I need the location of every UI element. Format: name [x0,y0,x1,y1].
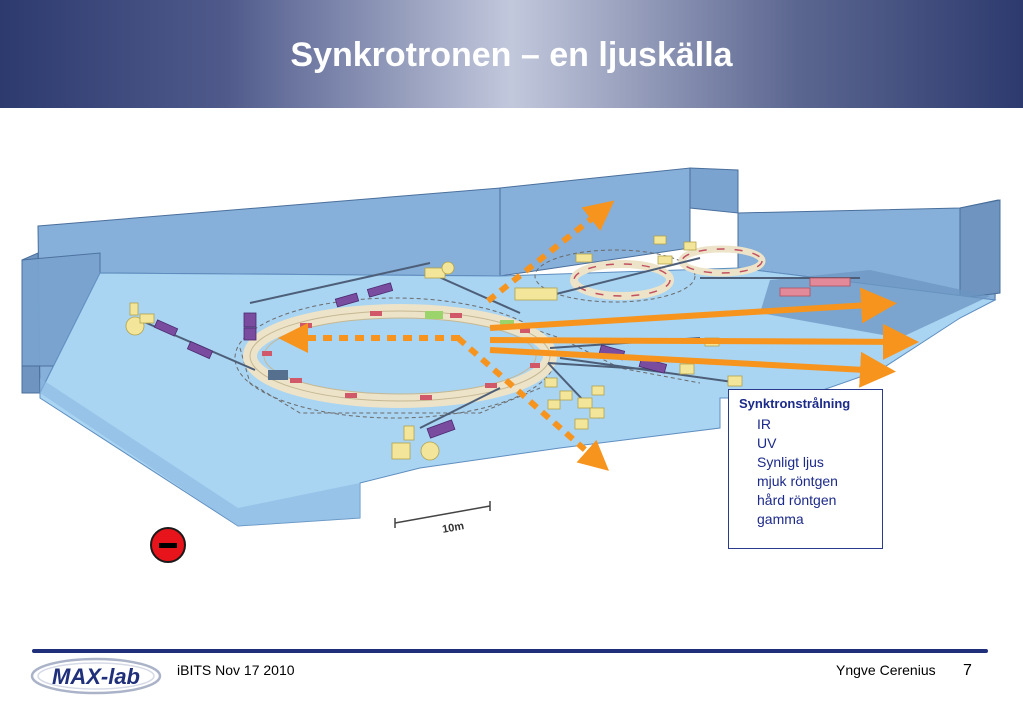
logo-text: MAX-lab [52,664,140,689]
radiation-legend: Synktronstrålning IR UV Synligt ljus mju… [728,389,883,549]
small-ring [570,245,766,300]
page-number: 7 [963,662,972,679]
legend-item-soft-xray: mjuk röntgen [757,473,838,489]
footer-author: Yngve Cerenius [836,662,936,678]
legend-item-hard-xray: hård röntgen [757,492,837,508]
electron-minus-icon [150,527,186,563]
building-walls [21,167,1001,394]
legend-item-visible: Synligt ljus [757,454,824,470]
legend-item-ir: IR [757,416,771,432]
beamline-components [153,277,851,439]
footer-divider [32,649,988,653]
detector-stations [125,235,743,461]
max-lab-logo: MAX-lab [30,657,162,695]
scale-bar-label: 10m [441,520,465,536]
radiation-arrows [278,200,919,471]
slide-title: Synkrotronen – en ljuskälla [290,36,733,74]
footer-event: iBITS Nov 17 2010 [177,662,295,678]
legend-item-gamma: gamma [757,511,804,527]
legend-item-uv: UV [757,435,777,451]
scale-bar: 10m [394,501,491,536]
floor-edge [40,378,360,526]
title-banner [0,0,1023,108]
legend-title: Synktronstrålning [739,396,851,411]
synchrotron-diagram: 10m [21,167,1001,536]
